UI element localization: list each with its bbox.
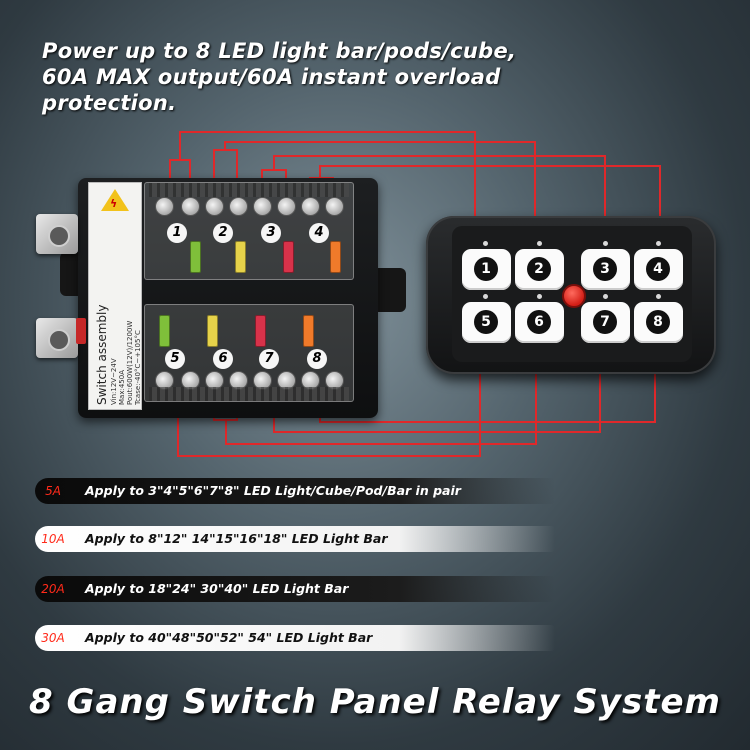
fuse bbox=[190, 241, 201, 273]
red-terminal-cap bbox=[76, 318, 86, 344]
master-power-button[interactable] bbox=[562, 284, 586, 308]
wire-7-run bbox=[273, 360, 601, 433]
fuse bbox=[235, 241, 246, 273]
channel-number: 3 bbox=[261, 223, 281, 243]
indicator-led bbox=[537, 241, 542, 246]
switch-button-number: 2 bbox=[527, 257, 551, 281]
indicator-led bbox=[603, 241, 608, 246]
headline-line-1: Power up to 8 LED light bar/pods/cube, bbox=[42, 39, 517, 63]
fuse bbox=[159, 315, 170, 347]
headline-line-3: protection. bbox=[42, 91, 177, 115]
spec-label-line-3: Pout:600W(12V)/1200W bbox=[126, 320, 134, 405]
amperage-row-20a: 20A Apply to 18"24" 30"40" LED Light Bar bbox=[35, 576, 555, 602]
fuse bbox=[330, 241, 341, 273]
indicator-led bbox=[603, 294, 608, 299]
switch-button-1[interactable]: 1 bbox=[462, 249, 511, 290]
bolt-icon bbox=[253, 197, 272, 216]
amperage-badge: 20A bbox=[41, 582, 65, 596]
indicator-led bbox=[656, 241, 661, 246]
wire-3-run bbox=[273, 155, 606, 232]
indicator-led bbox=[483, 241, 488, 246]
warning-icon bbox=[101, 189, 129, 211]
bolt-icon bbox=[181, 197, 200, 216]
amperage-description: Apply to 18"24" 30"40" LED Light Bar bbox=[85, 581, 349, 596]
terminal-strip bbox=[149, 387, 349, 401]
fuse-bank-top: 1 2 3 4 bbox=[144, 182, 354, 280]
amperage-row-5a: 5A Apply to 3"4"5"6"7"8" LED Light/Cube/… bbox=[35, 478, 555, 504]
switch-button-number: 1 bbox=[474, 257, 498, 281]
switch-button-4[interactable]: 4 bbox=[634, 249, 683, 290]
wire-5-run bbox=[177, 360, 481, 457]
amperage-row-10a: 10A Apply to 8"12" 14"15"16"18" LED Ligh… bbox=[35, 526, 555, 552]
bolt-icon bbox=[301, 197, 320, 216]
channel-number: 7 bbox=[259, 349, 279, 369]
headline: Power up to 8 LED light bar/pods/cube, 6… bbox=[42, 38, 562, 116]
spec-label-title: Switch assembly bbox=[95, 304, 109, 405]
fuse-bank-bottom: 5 6 7 8 bbox=[144, 304, 354, 402]
switch-button-number: 7 bbox=[593, 310, 617, 334]
amperage-description: Apply to 8"12" 14"15"16"18" LED Light Ba… bbox=[85, 531, 388, 546]
channel-number: 6 bbox=[213, 349, 233, 369]
bolt-icon bbox=[277, 197, 296, 216]
switch-button-number: 3 bbox=[593, 257, 617, 281]
bolt-icon bbox=[155, 197, 174, 216]
spec-label-line-2: Max:450A bbox=[118, 370, 126, 405]
wire-1-run bbox=[179, 131, 476, 232]
wire-4-run bbox=[319, 165, 661, 232]
indicator-led bbox=[656, 294, 661, 299]
switch-button-5[interactable]: 5 bbox=[462, 302, 511, 343]
switch-button-number: 8 bbox=[646, 310, 670, 334]
channel-number: 2 bbox=[213, 223, 233, 243]
indicator-led bbox=[537, 294, 542, 299]
wire-2-run bbox=[224, 141, 536, 232]
power-terminal-ground bbox=[36, 318, 78, 358]
switch-button-3[interactable]: 3 bbox=[581, 249, 630, 290]
headline-line-2: 60A MAX output/60A instant overload bbox=[42, 65, 501, 89]
channel-number: 5 bbox=[165, 349, 185, 369]
power-terminal-positive bbox=[36, 214, 78, 254]
bolt-icon bbox=[229, 197, 248, 216]
switch-button-7[interactable]: 7 bbox=[581, 302, 630, 343]
spec-label: ϟ Switch assembly Vin:12V~24V Max:450A P… bbox=[88, 182, 142, 410]
amperage-description: Apply to 40"48"50"52" 54" LED Light Bar bbox=[85, 630, 373, 645]
channel-number: 1 bbox=[167, 223, 187, 243]
product-title: 8 Gang Switch Panel Relay System bbox=[29, 682, 721, 722]
bolt-icon bbox=[205, 197, 224, 216]
amperage-row-30a: 30A Apply to 40"48"50"52" 54" LED Light … bbox=[35, 625, 555, 651]
channel-number: 8 bbox=[307, 349, 327, 369]
fuse bbox=[283, 241, 294, 273]
lightning-icon: ϟ bbox=[110, 197, 118, 210]
switch-button-8[interactable]: 8 bbox=[634, 302, 683, 343]
amperage-badge: 5A bbox=[45, 484, 61, 498]
channel-number: 4 bbox=[309, 223, 329, 243]
switch-button-2[interactable]: 2 bbox=[515, 249, 564, 290]
spec-label-line-1: Vin:12V~24V bbox=[110, 358, 118, 405]
switch-button-number: 5 bbox=[474, 310, 498, 334]
amperage-badge: 30A bbox=[41, 631, 65, 645]
terminal-strip bbox=[149, 183, 349, 197]
bolt-icon bbox=[325, 197, 344, 216]
amperage-description: Apply to 3"4"5"6"7"8" LED Light/Cube/Pod… bbox=[85, 483, 461, 498]
fuse bbox=[255, 315, 266, 347]
switch-button-number: 6 bbox=[527, 310, 551, 334]
amperage-badge: 10A bbox=[41, 532, 65, 546]
indicator-led bbox=[483, 294, 488, 299]
wire-6-run bbox=[225, 360, 537, 445]
fuse bbox=[207, 315, 218, 347]
switch-button-6[interactable]: 6 bbox=[515, 302, 564, 343]
fuse bbox=[303, 315, 314, 347]
spec-label-line-4: Tcase:-40°C~+105°C bbox=[134, 330, 142, 405]
switch-button-number: 4 bbox=[646, 257, 670, 281]
